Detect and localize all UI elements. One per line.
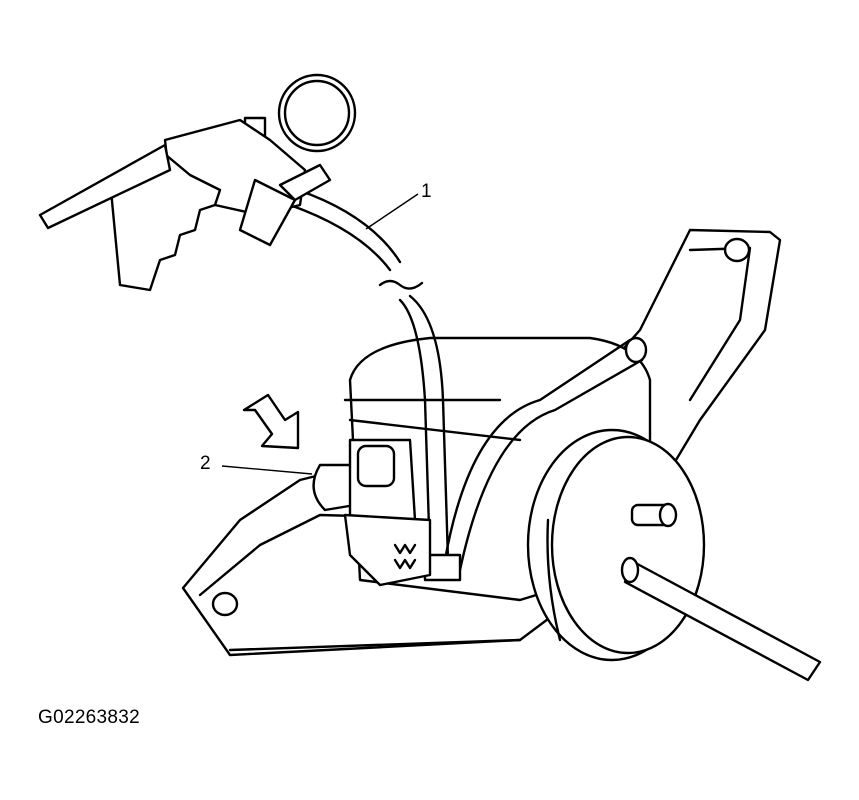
- actuator-rod: [620, 556, 822, 682]
- actuator-diaphragm: [526, 428, 706, 662]
- callout-2-solenoid: 2: [200, 453, 211, 474]
- callout-1-leader: [365, 193, 419, 230]
- return-hose: [443, 336, 648, 572]
- vacuum-hose: [288, 188, 462, 582]
- figure-id: G02263832: [38, 707, 141, 728]
- direction-arrow: [242, 393, 300, 450]
- vacuum-pump-gauge: [38, 73, 357, 292]
- callout-1-hose: 1: [421, 181, 432, 202]
- solenoid-valve: [312, 438, 432, 587]
- callout-2-leader: [221, 465, 313, 475]
